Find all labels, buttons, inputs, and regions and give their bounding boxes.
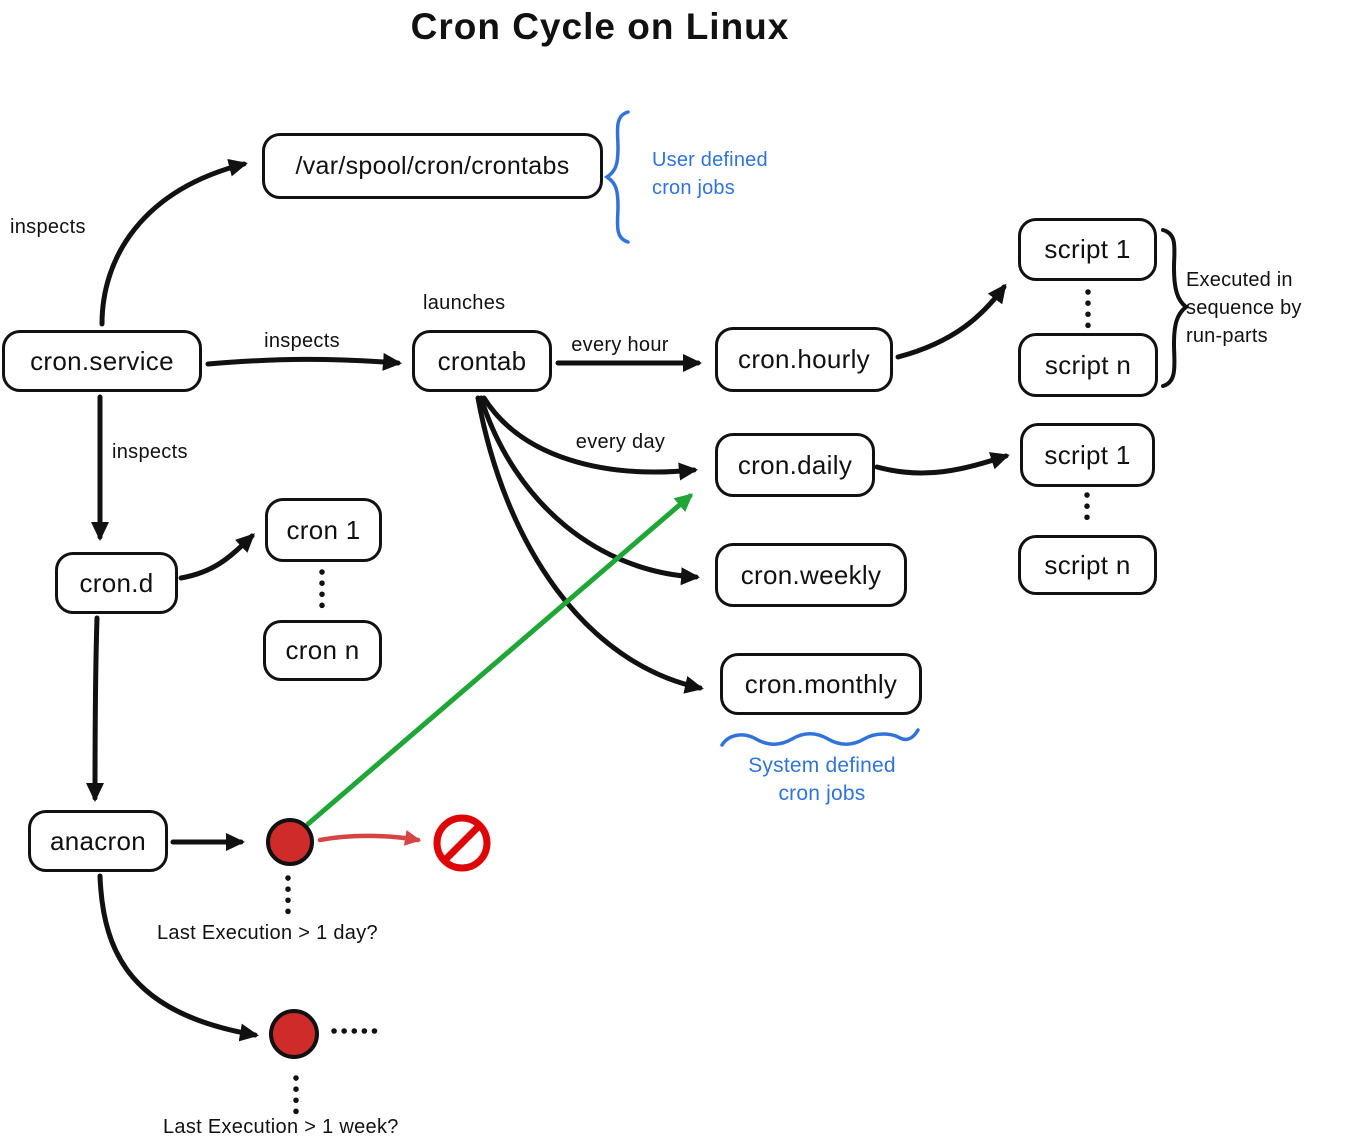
node-script-1-hourly: script 1 [1018,218,1157,281]
no-entry-icon [433,814,491,872]
edge-label-inspects-cron-d: inspects [112,441,188,463]
node-cron-weekly: cron.weekly [715,543,907,607]
arrow-anacron-to-weekly-check [97,873,259,1042]
annotation-user-defined: User defined cron jobs [652,146,768,202]
arrow-no-skip [317,829,421,846]
arrow-crontab-to-cron-monthly [475,395,704,694]
annotation-system-defined-line2: cron jobs [778,782,866,805]
node-anacron: anacron [28,810,168,872]
edge-label-launches: launches [423,292,506,314]
annotation-run-parts-line1: Executed in [1186,269,1293,291]
annotation-system-defined-line1: System defined [748,754,896,777]
arrow-crontab-to-cron-daily [481,395,698,481]
node-crontabs-path: /var/spool/cron/crontabs [262,133,603,199]
arrow-cron-d-to-cron1 [178,533,255,581]
arrow-cron-hourly-to-script1 [895,283,1007,360]
decision-circle-weekly [269,1009,319,1059]
question-last-execution-week: Last Execution > 1 week? [163,1116,399,1138]
arrow-cron-daily-to-script1 [874,452,1010,476]
brace-user-defined [603,110,630,244]
annotation-system-defined: System defined cron jobs [722,752,922,808]
annotation-user-defined-line1: User defined [652,149,768,171]
node-cron-hourly: cron.hourly [715,327,893,392]
node-cron-daily: cron.daily [715,433,875,497]
node-script-n-hourly: script n [1018,333,1158,397]
brace-run-parts [1161,228,1190,388]
annotation-run-parts: Executed in sequence by run-parts [1186,266,1302,350]
node-crontab: crontab [412,330,552,392]
annotation-user-defined-line2: cron jobs [652,177,735,199]
arrow-cron-service-to-crontab [205,352,402,371]
node-cron-n: cron n [263,620,382,681]
node-cron-monthly: cron.monthly [720,653,922,715]
brace-system-defined [720,728,920,747]
edge-label-every-hour: every hour [571,334,669,356]
annotation-run-parts-line3: run-parts [1186,325,1268,347]
annotation-run-parts-line2: sequence by [1186,297,1302,319]
page-title: Cron Cycle on Linux [410,6,790,47]
node-cron-1: cron 1 [265,498,382,562]
node-script-1-daily: script 1 [1020,423,1155,487]
decision-circle-daily [266,818,314,866]
node-script-n-daily: script n [1018,535,1157,595]
edge-label-inspects-crontab: inspects [264,330,340,352]
arrow-yes-run-cron-daily [305,493,694,827]
arrow-cron-service-to-crontabs [99,158,248,327]
arrow-cron-d-to-anacron [86,615,105,802]
arrow-crontab-to-cron-weekly [478,395,700,586]
node-cron-d: cron.d [55,552,178,614]
edge-label-every-day: every day [575,431,666,453]
edge-label-inspects-crontabs: inspects [10,216,86,238]
question-last-execution-day: Last Execution > 1 day? [157,922,378,944]
node-cron-service: cron.service [2,330,202,392]
